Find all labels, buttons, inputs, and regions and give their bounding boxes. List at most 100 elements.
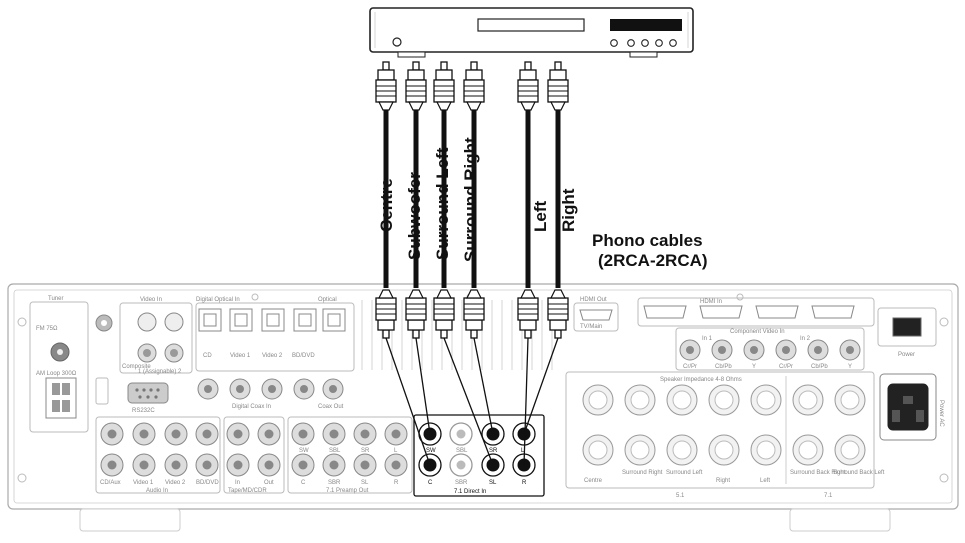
- disc-tray: [477, 18, 585, 32]
- direct-in-label: 7.1 Direct In: [454, 489, 486, 495]
- optical-label: Optical: [318, 297, 337, 303]
- tuner-label: Tuner: [48, 296, 63, 302]
- hdmi-out-sub-label: TV/Main: [580, 324, 602, 330]
- spk-label-3: Surround Left: [666, 470, 703, 476]
- direct-label-3: SL: [489, 480, 497, 486]
- source-player: [369, 7, 694, 58]
- cable-surround-right: [463, 61, 494, 435]
- preamp-top-4: L: [394, 448, 398, 454]
- spk-label-7: Surround Back Left: [833, 470, 885, 476]
- direct-top-1: SW: [426, 448, 436, 454]
- comp-in2-label: In 2: [800, 336, 811, 342]
- receiver-labels: Tuner FM 75Ω AM Loop 300Ω Video In Digit…: [36, 296, 944, 499]
- opt-label-4: BD/DVD: [292, 353, 315, 359]
- comp-label-6: Y: [848, 364, 852, 370]
- hdmi-out-label: HDMI Out: [580, 297, 607, 303]
- comp-label-2: Cb/Pb: [715, 364, 732, 370]
- direct-top-2: SBL: [456, 448, 468, 454]
- player-buttons: [610, 39, 677, 47]
- display-panel: [610, 19, 682, 31]
- bottom-plug-centre: [375, 289, 397, 339]
- comp-label-1: Cr/Pr: [683, 364, 697, 370]
- digital-optical-label: Digital Optical In: [196, 297, 240, 303]
- power-label: Power: [898, 352, 915, 358]
- bottom-plug-left: [517, 289, 539, 339]
- bottom-plug-subwoofer: [405, 289, 427, 339]
- direct-label-1: C: [428, 480, 433, 486]
- cable-subwoofer: [405, 61, 431, 435]
- speaker-impedance-label: Speaker Impedance 4-8 Ohms: [660, 377, 742, 383]
- phono-cables-annotation: Phono cables (2RCA-2RCA): [592, 231, 708, 270]
- spk-label-5: Left: [760, 478, 770, 484]
- direct-top-4: L: [521, 448, 525, 454]
- tape-label: Tape/MD/CDR: [228, 488, 267, 494]
- audio-label-3: Video 2: [165, 480, 186, 486]
- audio-label-4: BD/DVD: [196, 480, 219, 486]
- preamp-label-2: SBR: [328, 480, 341, 486]
- direct-label-4: R: [522, 480, 527, 486]
- spk-label-1: Centre: [584, 478, 603, 484]
- cable-label-left: Left: [531, 201, 550, 233]
- comp-label-5: Cb/Pb: [811, 364, 828, 370]
- top-plug-right: [547, 61, 569, 111]
- audio-label-2: Video 1: [133, 480, 154, 486]
- preamp-top-3: SR: [361, 448, 370, 454]
- annotation-line-2: (2RCA-2RCA): [598, 251, 708, 270]
- audio-label-1: CD/Aux: [100, 480, 121, 486]
- preamp-top-2: SBL: [329, 448, 341, 454]
- cable-label-centre: Centre: [377, 178, 396, 232]
- cable-left: [517, 61, 539, 466]
- opt-label-3: Video 2: [262, 353, 283, 359]
- spk-label-4: Right: [716, 478, 730, 484]
- tape-label-out: Out: [264, 480, 274, 486]
- comp-label-4: Cr/Pr: [779, 364, 793, 370]
- preamp-label-1: C: [301, 480, 306, 486]
- cable-label-surround-right: Surround Right: [461, 137, 480, 262]
- annotation-line-1: Phono cables: [592, 231, 703, 250]
- cable-surround-left: [433, 61, 494, 466]
- bottom-plug-surround-left: [433, 289, 455, 339]
- composite-label: Composite: [122, 364, 151, 370]
- direct-top-3: SR: [489, 448, 498, 454]
- bottom-plug-right: [547, 289, 569, 339]
- cable-centre: [375, 61, 431, 466]
- direct-in-labels: 7.1 Direct In C SBR SL R SW SBL SR L: [426, 448, 527, 495]
- power-ac-label: Power AC: [938, 400, 944, 427]
- preamp-top-1: SW: [299, 448, 309, 454]
- hdmi-in-label: HDMI In: [700, 299, 722, 305]
- top-plug-left: [517, 61, 539, 111]
- spk-label-6: Surround Back Right: [790, 470, 846, 476]
- coax-out-label: Coax Out: [318, 404, 344, 410]
- top-plug-surround-left: [433, 61, 455, 111]
- tape-label-in: In: [235, 480, 240, 486]
- opt-label-2: Video 1: [230, 353, 251, 359]
- top-plug-surround-right: [463, 61, 485, 111]
- power-button-icon: [392, 37, 402, 47]
- audio-in-label: Audio In: [146, 488, 168, 494]
- top-plug-centre: [375, 61, 397, 111]
- fm-label: FM 75Ω: [36, 326, 58, 332]
- digital-coax-label: Digital Coax In: [232, 404, 271, 410]
- spk-71-label: 7.1: [824, 493, 833, 499]
- direct-label-2: SBR: [455, 480, 468, 486]
- preamp-label-3: SL: [361, 480, 369, 486]
- am-label: AM Loop 300Ω: [36, 371, 77, 377]
- rs232-label: RS232C: [132, 408, 155, 414]
- preamp-label-4: R: [394, 480, 399, 486]
- opt-label-1: CD: [203, 353, 212, 359]
- cable-group: [375, 61, 569, 466]
- spk-label-2: Surround Right: [622, 470, 663, 476]
- cable-label-subwoofer: Subwoofer: [405, 172, 424, 260]
- assignable-label: 1 (Assignable) 2: [138, 369, 182, 375]
- video-in-label: Video In: [140, 297, 162, 303]
- av-receiver: [7, 283, 959, 532]
- spk-51-label: 5.1: [676, 493, 685, 499]
- cable-label-surround-left: Surround Left: [433, 147, 452, 260]
- bottom-plug-surround-right: [463, 289, 485, 339]
- top-plug-subwoofer: [405, 61, 427, 111]
- comp-label-3: Y: [752, 364, 756, 370]
- comp-in1-label: In 1: [702, 336, 713, 342]
- cable-labels: Centre Subwoofer Surround Left Surround …: [377, 137, 578, 262]
